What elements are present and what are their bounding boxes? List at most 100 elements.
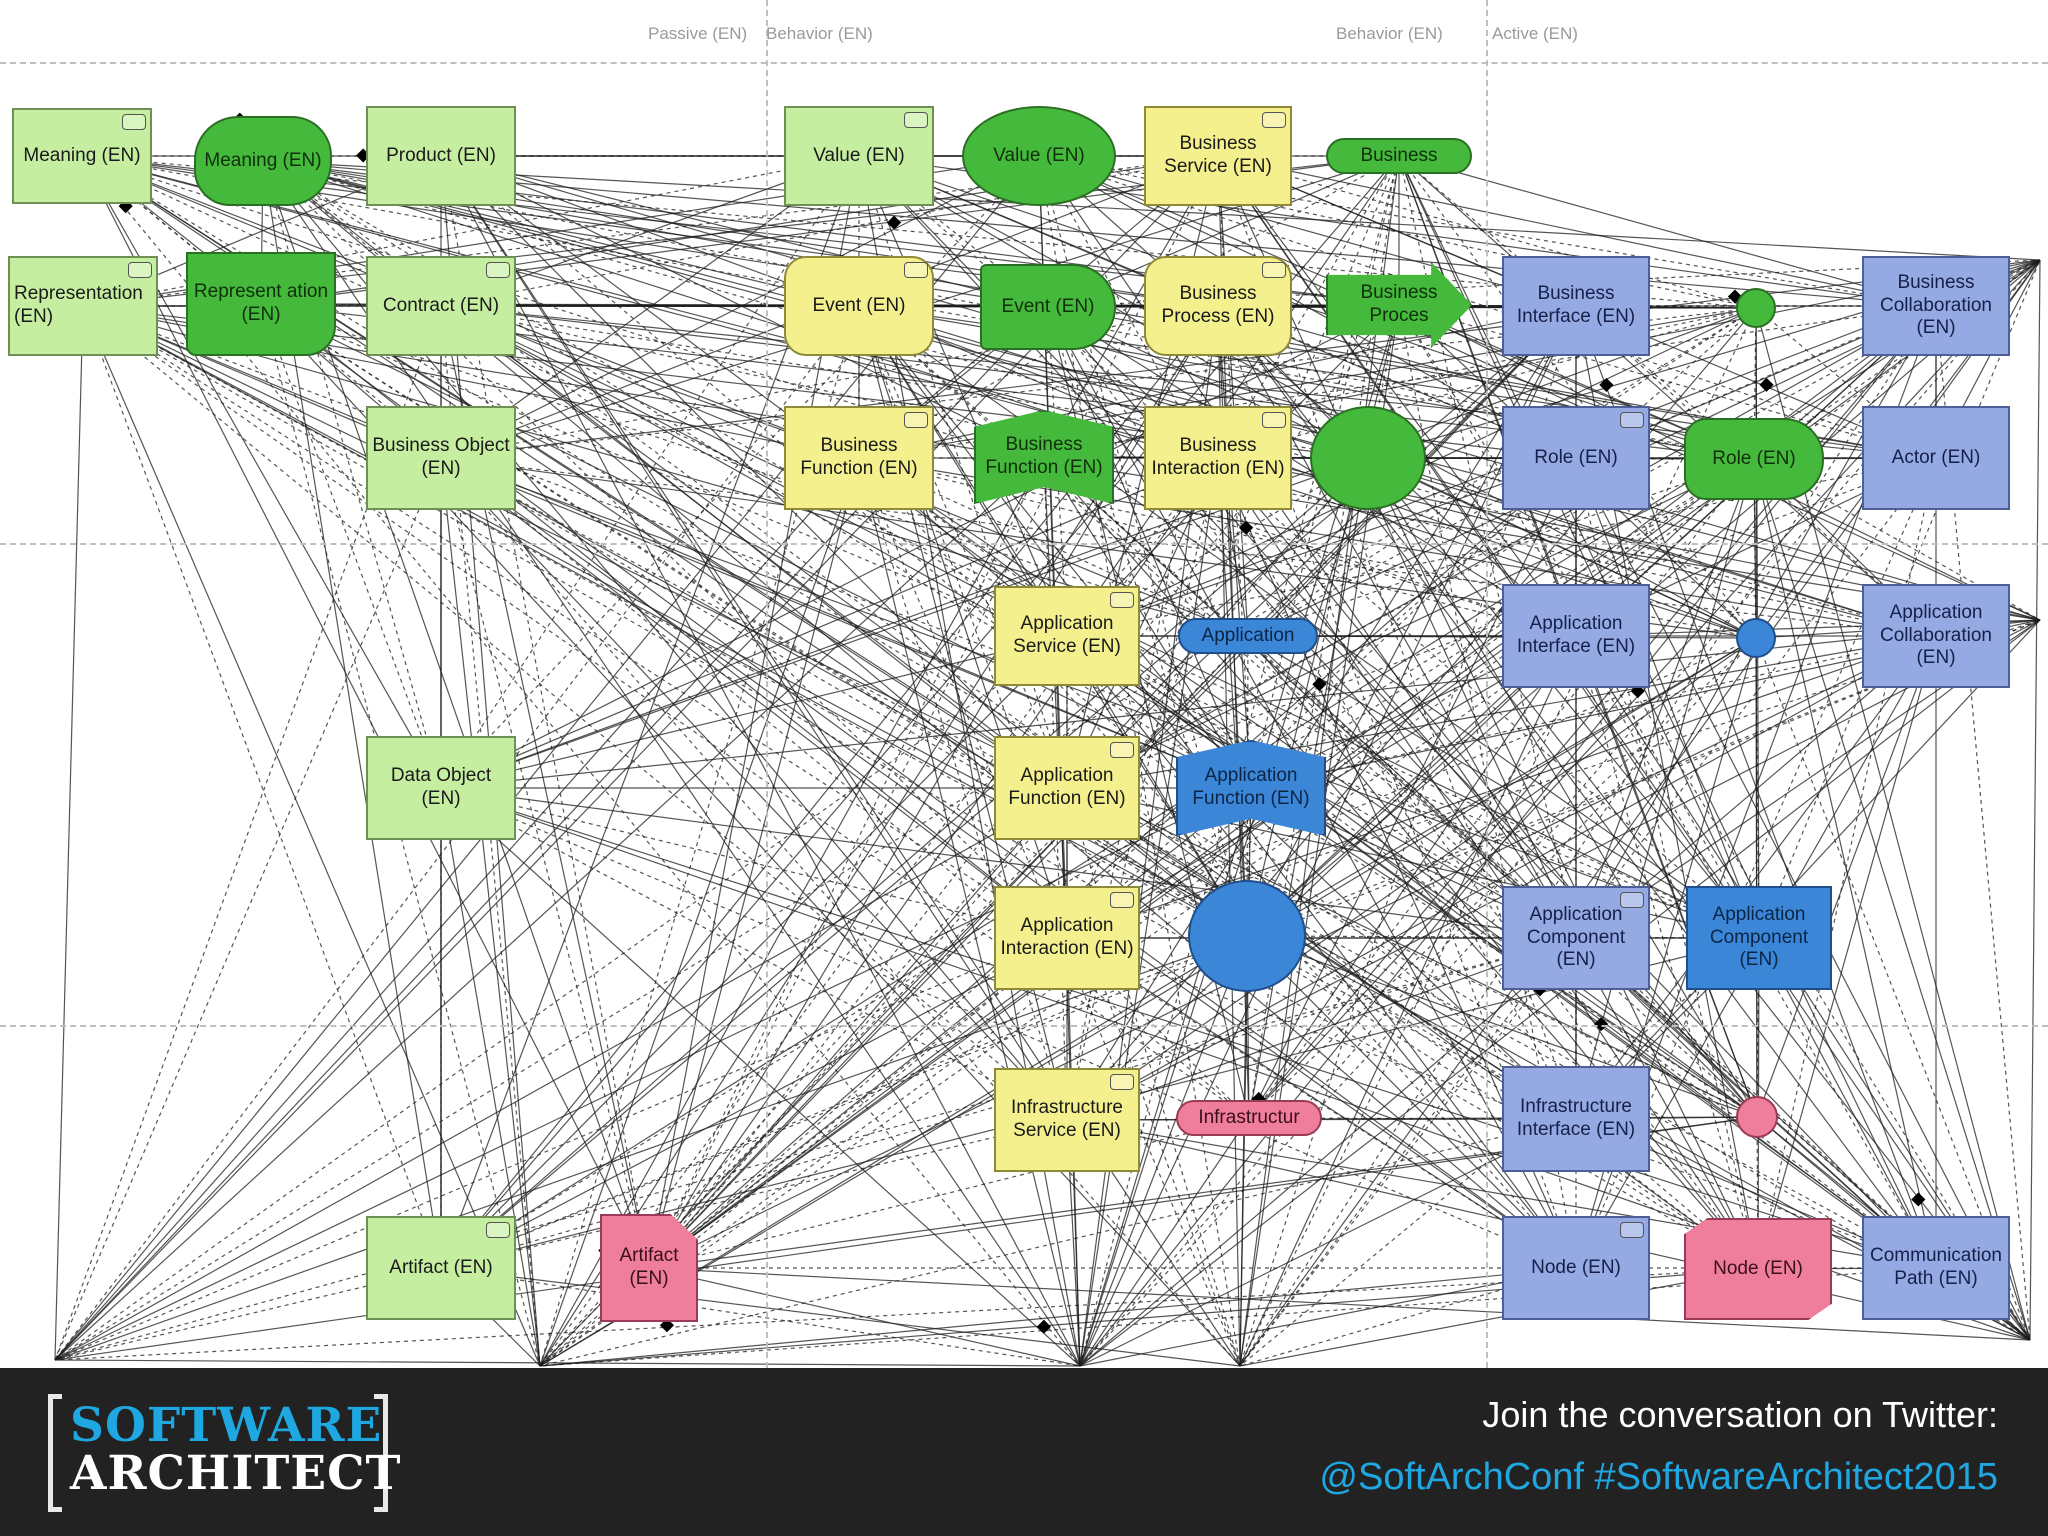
relationship-line xyxy=(440,305,1068,637)
relationship-line xyxy=(1398,304,1760,939)
relationship-line xyxy=(1217,155,1757,309)
node-representation-box[interactable]: Representation (EN) xyxy=(8,256,158,356)
relationship-line xyxy=(539,457,860,1367)
node-business-interface-circle[interactable] xyxy=(1736,288,1776,328)
relationship-line xyxy=(1217,457,1759,1270)
relationship-line xyxy=(1239,1268,1759,1367)
node-business-collaboration[interactable]: Business Collaboration (EN) xyxy=(1862,256,2010,356)
relationship-line xyxy=(440,259,2041,459)
node-label: Application Component (EN) xyxy=(1526,903,1626,971)
node-business-process[interactable]: Business Process (EN) xyxy=(1144,256,1292,356)
twitter-handles[interactable]: @SoftArchConf #SoftwareArchitect2015 xyxy=(1319,1456,1998,1498)
logo-text-architect: ARCHITECT xyxy=(70,1446,402,1501)
relationship-line xyxy=(54,637,1757,1361)
node-infrastructure-interface[interactable]: Infrastructure Interface (EN) xyxy=(1502,1066,1650,1172)
relationship-line xyxy=(648,787,1068,1269)
node-value-box[interactable]: Value (EN) xyxy=(784,106,934,206)
row-divider xyxy=(0,1025,2048,1027)
node-application-interaction[interactable]: Application Interaction (EN) xyxy=(994,886,1140,990)
tag-icon xyxy=(1620,892,1644,908)
node-label: Representation (EN) xyxy=(14,283,143,327)
relationship-line xyxy=(1367,457,1937,637)
relationship-line xyxy=(262,160,1577,939)
node-business-service-pill[interactable]: Business xyxy=(1326,138,1472,174)
relationship-line xyxy=(54,456,1045,1361)
node-communication-path[interactable]: Communication Path (EN) xyxy=(1862,1216,2010,1320)
relationship-line xyxy=(1217,307,1757,459)
node-event-shape[interactable]: Event (EN) xyxy=(980,264,1116,350)
node-label: Business Collaboration (EN) xyxy=(1880,271,1992,339)
relationship-line xyxy=(1066,457,1577,637)
node-representation-wave[interactable]: Represent ation (EN) xyxy=(186,252,336,356)
relationship-line xyxy=(1575,619,2041,1120)
relationship-line xyxy=(648,635,1249,1269)
tag-icon xyxy=(122,114,146,130)
relationship-line xyxy=(1247,635,1760,939)
relationship-line xyxy=(1066,787,1758,1118)
node-product[interactable]: Product (EN) xyxy=(366,106,516,206)
node-infrastructure-interface-circle[interactable] xyxy=(1736,1096,1778,1138)
tag-icon xyxy=(1110,742,1134,758)
relationship-line xyxy=(440,787,1577,1269)
node-role-box[interactable]: Role (EN) xyxy=(1502,406,1650,510)
node-node-cube[interactable]: Node (EN) xyxy=(1684,1218,1832,1320)
node-label: Application Interaction (EN) xyxy=(1000,915,1134,959)
node-event-box[interactable]: Event (EN) xyxy=(784,256,934,356)
diamond-marker xyxy=(1312,677,1327,692)
relationship-line xyxy=(1043,456,1252,789)
node-actor[interactable]: Actor (EN) xyxy=(1862,406,2010,510)
node-application-interface[interactable]: Application Interface (EN) xyxy=(1502,584,1650,688)
relationship-line xyxy=(440,457,1937,1269)
relationship-line xyxy=(440,305,1068,789)
node-infrastructure-service[interactable]: Infrastructure Service (EN) xyxy=(994,1068,1140,1172)
node-business-interaction-circle[interactable] xyxy=(1310,406,1426,510)
node-contract[interactable]: Contract (EN) xyxy=(366,256,516,356)
relationship-line xyxy=(1758,259,2041,939)
node-meaning-box[interactable]: Meaning (EN) xyxy=(12,108,152,204)
node-data-object[interactable]: Data Object (EN) xyxy=(366,736,516,840)
relationship-line xyxy=(858,305,1252,789)
node-label: Represent ation (EN) xyxy=(193,281,329,325)
relationship-line xyxy=(858,457,1577,939)
node-role-cylinder[interactable]: Role (EN) xyxy=(1684,418,1824,500)
relationship-line xyxy=(1753,458,1937,1269)
node-meaning-cloud[interactable]: Meaning (EN) xyxy=(194,116,332,206)
node-label: Application Interface (EN) xyxy=(1516,613,1636,657)
relationship-line xyxy=(1398,304,1937,459)
relationship-line xyxy=(1935,305,2031,1341)
node-application-service[interactable]: Application Service (EN) xyxy=(994,586,1140,686)
relationship-line xyxy=(440,457,1219,789)
relationship-line xyxy=(440,457,1068,1121)
node-artifact-page[interactable]: Artifact (EN) xyxy=(600,1214,698,1322)
node-artifact-box[interactable]: Artifact (EN) xyxy=(366,1216,516,1320)
node-infrastructure-pill[interactable]: Infrastructur xyxy=(1176,1100,1322,1136)
relationship-line xyxy=(1239,305,1937,1367)
node-label: Role (EN) xyxy=(1712,447,1796,469)
node-business-function-box[interactable]: Business Function (EN) xyxy=(784,406,934,510)
node-label: Data Object (EN) xyxy=(390,765,492,809)
header-behavior-right: Behavior (EN) xyxy=(1336,24,1443,43)
node-application-component-shape[interactable]: Application Component (EN) xyxy=(1686,886,1832,990)
node-application-interface-circle[interactable] xyxy=(1736,618,1776,658)
node-application-collaboration[interactable]: Application Collaboration (EN) xyxy=(1862,584,2010,688)
relationship-line xyxy=(440,155,2041,621)
relationship-line xyxy=(1247,458,1755,637)
node-application-function-shape[interactable]: Application Function (EN) xyxy=(1176,740,1326,836)
node-node-box[interactable]: Node (EN) xyxy=(1502,1216,1650,1320)
node-application-component-box[interactable]: Application Component (EN) xyxy=(1502,886,1650,990)
node-business-function-shape[interactable]: Business Function (EN) xyxy=(974,410,1114,504)
node-label: Application Function (EN) xyxy=(1192,765,1310,809)
node-label: Product (EN) xyxy=(386,144,496,166)
node-application-interaction-circle[interactable] xyxy=(1188,880,1306,992)
relationship-line xyxy=(858,457,1068,1121)
relationship-line xyxy=(54,1116,1758,1361)
node-business-object[interactable]: Business Object (EN) xyxy=(366,406,516,510)
node-value-ellipse[interactable]: Value (EN) xyxy=(962,106,1116,206)
node-business-interface[interactable]: Business Interface (EN) xyxy=(1502,256,1650,356)
node-application-service-pill[interactable]: Application xyxy=(1178,618,1318,654)
node-business-interaction[interactable]: Business Interaction (EN) xyxy=(1144,406,1292,510)
node-application-function-box[interactable]: Application Function (EN) xyxy=(994,736,1140,840)
relationship-line xyxy=(1217,305,1252,789)
software-architect-logo[interactable]: SOFTWARE ARCHITECT xyxy=(48,1394,401,1512)
node-business-service[interactable]: Business Service (EN) xyxy=(1144,106,1292,206)
